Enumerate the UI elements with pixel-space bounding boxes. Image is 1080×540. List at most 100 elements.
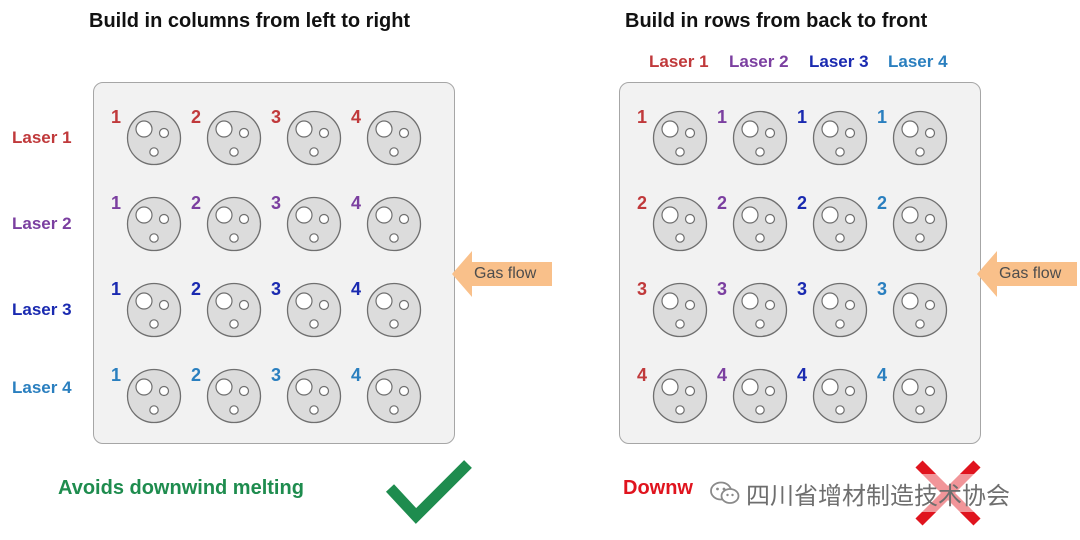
right-part-r1-c4 — [892, 110, 948, 166]
left-laser-number-r1-c4: 4 — [351, 107, 362, 127]
part-disc-icon — [366, 196, 422, 252]
part-disc-icon — [732, 196, 788, 252]
left-part-r2-c2 — [206, 196, 262, 252]
left-part-r4-c4 — [366, 368, 422, 424]
left-laser-number-r2-c4: 4 — [351, 193, 362, 213]
left-laser-number-r2-c2: 2 — [191, 193, 202, 213]
right-laser-number-r4-c4: 4 — [877, 365, 888, 385]
right-gas-flow-label: Gas flow — [999, 265, 1062, 282]
left-laser-number-r3-c2: 2 — [191, 279, 202, 299]
left-part-r4-c3 — [286, 368, 342, 424]
right-laser-number-r1-c4: 1 — [877, 107, 888, 127]
left-laser-number-r1-c1: 1 — [111, 107, 122, 127]
left-part-r2-c4 — [366, 196, 422, 252]
right-part-r2-c4 — [892, 196, 948, 252]
right-laser-number-r3-c3: 3 — [797, 279, 808, 299]
right-arrow-shape — [977, 251, 1077, 297]
right-part-r3-c4 — [892, 282, 948, 338]
right-part-r4-c3 — [812, 368, 868, 424]
column-label-laser-2: Laser 2 — [729, 52, 789, 71]
part-disc-icon — [732, 368, 788, 424]
right-laser-number-r1-c2: 1 — [717, 107, 728, 127]
part-disc-icon — [126, 282, 182, 338]
right-verdict-text: Downw — [623, 477, 693, 499]
part-disc-icon — [126, 196, 182, 252]
part-disc-icon — [366, 368, 422, 424]
check-mark-icon — [385, 460, 472, 524]
right-laser-number-r1-c3: 1 — [797, 107, 808, 127]
right-laser-number-r1-c1: 1 — [637, 107, 648, 127]
left-laser-number-r4-c3: 3 — [271, 365, 282, 385]
part-disc-icon — [652, 196, 708, 252]
right-part-r2-c1 — [652, 196, 708, 252]
right-laser-number-r3-c4: 3 — [877, 279, 888, 299]
right-part-r3-c1 — [652, 282, 708, 338]
part-disc-icon — [652, 368, 708, 424]
part-disc-icon — [286, 110, 342, 166]
wechat-icon — [710, 481, 740, 504]
row-label-laser-3: Laser 3 — [12, 300, 72, 319]
left-laser-number-r2-c3: 3 — [271, 193, 282, 213]
row-label-laser-4: Laser 4 — [12, 378, 72, 397]
column-label-laser-3: Laser 3 — [809, 52, 869, 71]
left-laser-number-r2-c1: 1 — [111, 193, 122, 213]
part-disc-icon — [812, 368, 868, 424]
part-disc-icon — [892, 368, 948, 424]
row-label-laser-2: Laser 2 — [12, 214, 72, 233]
left-arrow-shape — [452, 251, 552, 297]
part-disc-icon — [286, 196, 342, 252]
left-verdict-text: Avoids downwind melting — [58, 477, 304, 499]
watermark: 四川省增材制造技术协会 — [706, 474, 1014, 512]
part-disc-icon — [732, 110, 788, 166]
part-disc-icon — [206, 368, 262, 424]
part-disc-icon — [812, 282, 868, 338]
right-laser-number-r2-c1: 2 — [637, 193, 648, 213]
left-laser-number-r3-c4: 4 — [351, 279, 362, 299]
left-part-r3-c1 — [126, 282, 182, 338]
right-laser-number-r2-c2: 2 — [717, 193, 728, 213]
left-part-r4-c2 — [206, 368, 262, 424]
right-laser-number-r2-c3: 2 — [797, 193, 808, 213]
right-part-r2-c2 — [732, 196, 788, 252]
left-panel-title: Build in columns from left to right — [89, 10, 411, 32]
right-part-r4-c1 — [652, 368, 708, 424]
part-disc-icon — [732, 282, 788, 338]
right-part-r1-c2 — [732, 110, 788, 166]
part-disc-icon — [366, 110, 422, 166]
part-disc-icon — [286, 282, 342, 338]
part-disc-icon — [892, 110, 948, 166]
right-panel-title: Build in rows from back to front — [625, 10, 928, 32]
column-label-laser-4: Laser 4 — [888, 52, 948, 71]
part-disc-icon — [892, 282, 948, 338]
part-disc-icon — [366, 282, 422, 338]
row-label-laser-1: Laser 1 — [12, 128, 72, 147]
right-part-r2-c3 — [812, 196, 868, 252]
right-laser-number-r3-c2: 3 — [717, 279, 728, 299]
right-part-r1-c1 — [652, 110, 708, 166]
left-part-r3-c4 — [366, 282, 422, 338]
left-gas-flow-label: Gas flow — [474, 265, 537, 282]
right-gas-flow-arrow: Gas flow — [977, 251, 1077, 297]
left-gas-flow-arrow: Gas flow — [452, 251, 552, 297]
part-disc-icon — [126, 368, 182, 424]
left-laser-number-r1-c2: 2 — [191, 107, 202, 127]
part-disc-icon — [206, 196, 262, 252]
left-part-r1-c2 — [206, 110, 262, 166]
right-part-r4-c4 — [892, 368, 948, 424]
right-laser-number-r2-c4: 2 — [877, 193, 888, 213]
part-disc-icon — [126, 110, 182, 166]
part-disc-icon — [286, 368, 342, 424]
right-part-r3-c3 — [812, 282, 868, 338]
left-part-r1-c4 — [366, 110, 422, 166]
right-laser-number-r4-c1: 4 — [637, 365, 648, 385]
left-laser-number-r4-c2: 2 — [191, 365, 202, 385]
part-disc-icon — [206, 110, 262, 166]
part-disc-icon — [812, 110, 868, 166]
left-part-r4-c1 — [126, 368, 182, 424]
part-disc-icon — [892, 196, 948, 252]
column-label-laser-1: Laser 1 — [649, 52, 709, 71]
right-laser-number-r4-c2: 4 — [717, 365, 728, 385]
left-laser-number-r4-c1: 1 — [111, 365, 122, 385]
right-part-r1-c3 — [812, 110, 868, 166]
part-disc-icon — [206, 282, 262, 338]
